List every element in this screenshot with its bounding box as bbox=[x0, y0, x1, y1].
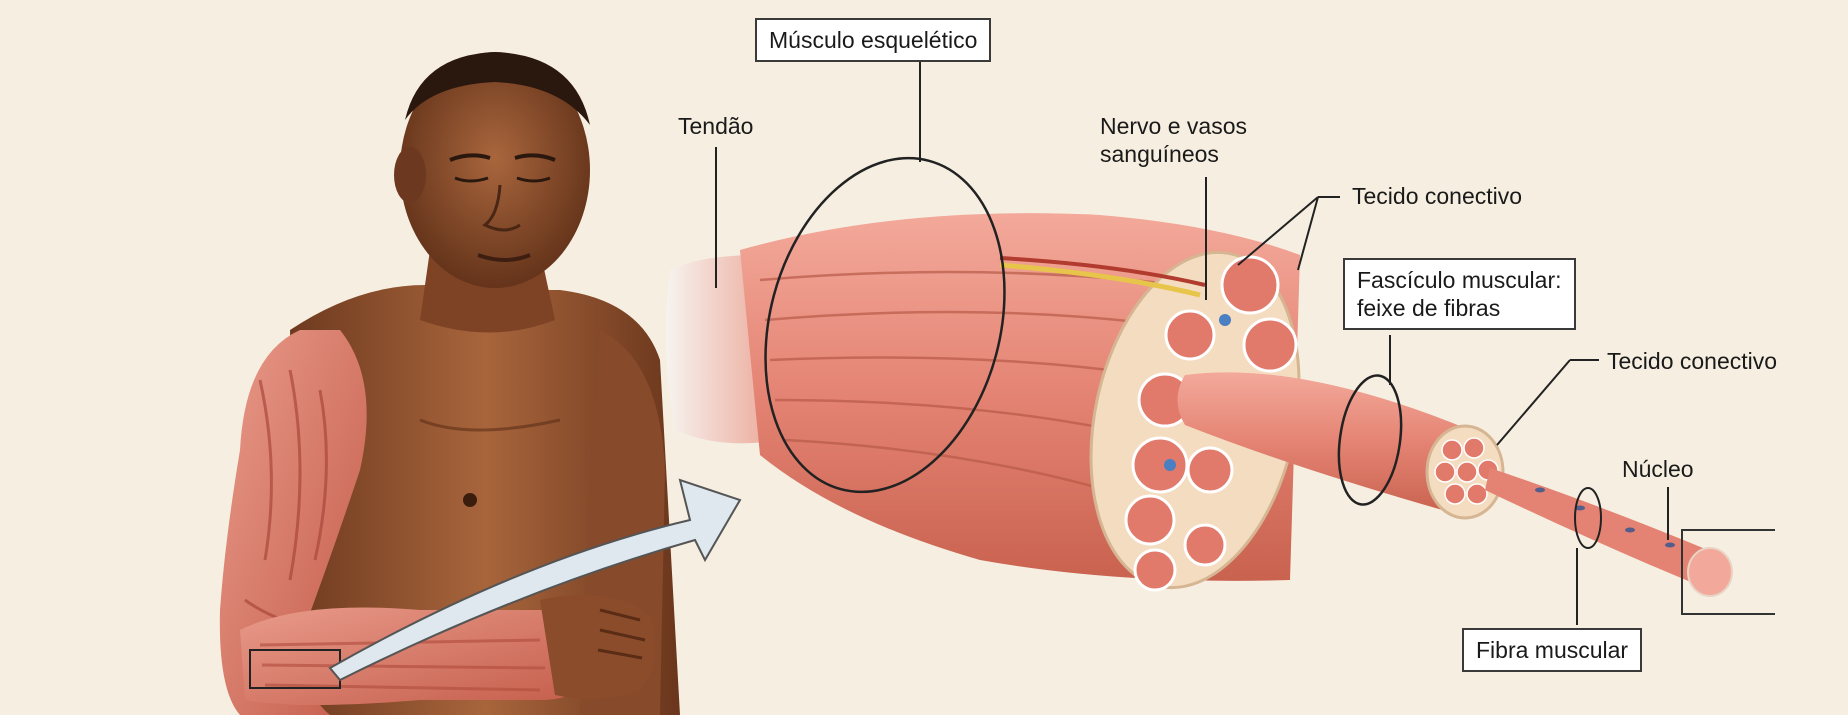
ear bbox=[394, 147, 426, 203]
label-nerve-line1: Nervo e vasos bbox=[1100, 112, 1247, 140]
label-fascicle-line2: feixe de fibras bbox=[1357, 294, 1562, 322]
fiber-end bbox=[1688, 548, 1732, 596]
vessel-cross bbox=[1219, 314, 1231, 326]
label-connective-tissue-1: Tecido conectivo bbox=[1352, 182, 1522, 210]
label-fascicle-line1: Fascículo muscular: bbox=[1357, 266, 1562, 294]
label-nerve-vessels: Nervo e vasos sanguíneos bbox=[1100, 112, 1247, 168]
label-muscle-fiber: Fibra muscular bbox=[1462, 628, 1642, 672]
label-fascicle: Fascículo muscular: feixe de fibras bbox=[1343, 258, 1576, 330]
fist bbox=[540, 595, 656, 699]
label-skeletal-muscle: Músculo esquelético bbox=[755, 18, 991, 62]
label-connective-tissue-2: Tecido conectivo bbox=[1607, 347, 1777, 375]
label-nerve-line2: sanguíneos bbox=[1100, 140, 1247, 168]
nipple bbox=[463, 493, 477, 507]
label-nucleus: Núcleo bbox=[1622, 455, 1694, 483]
label-tendon: Tendão bbox=[678, 112, 753, 140]
